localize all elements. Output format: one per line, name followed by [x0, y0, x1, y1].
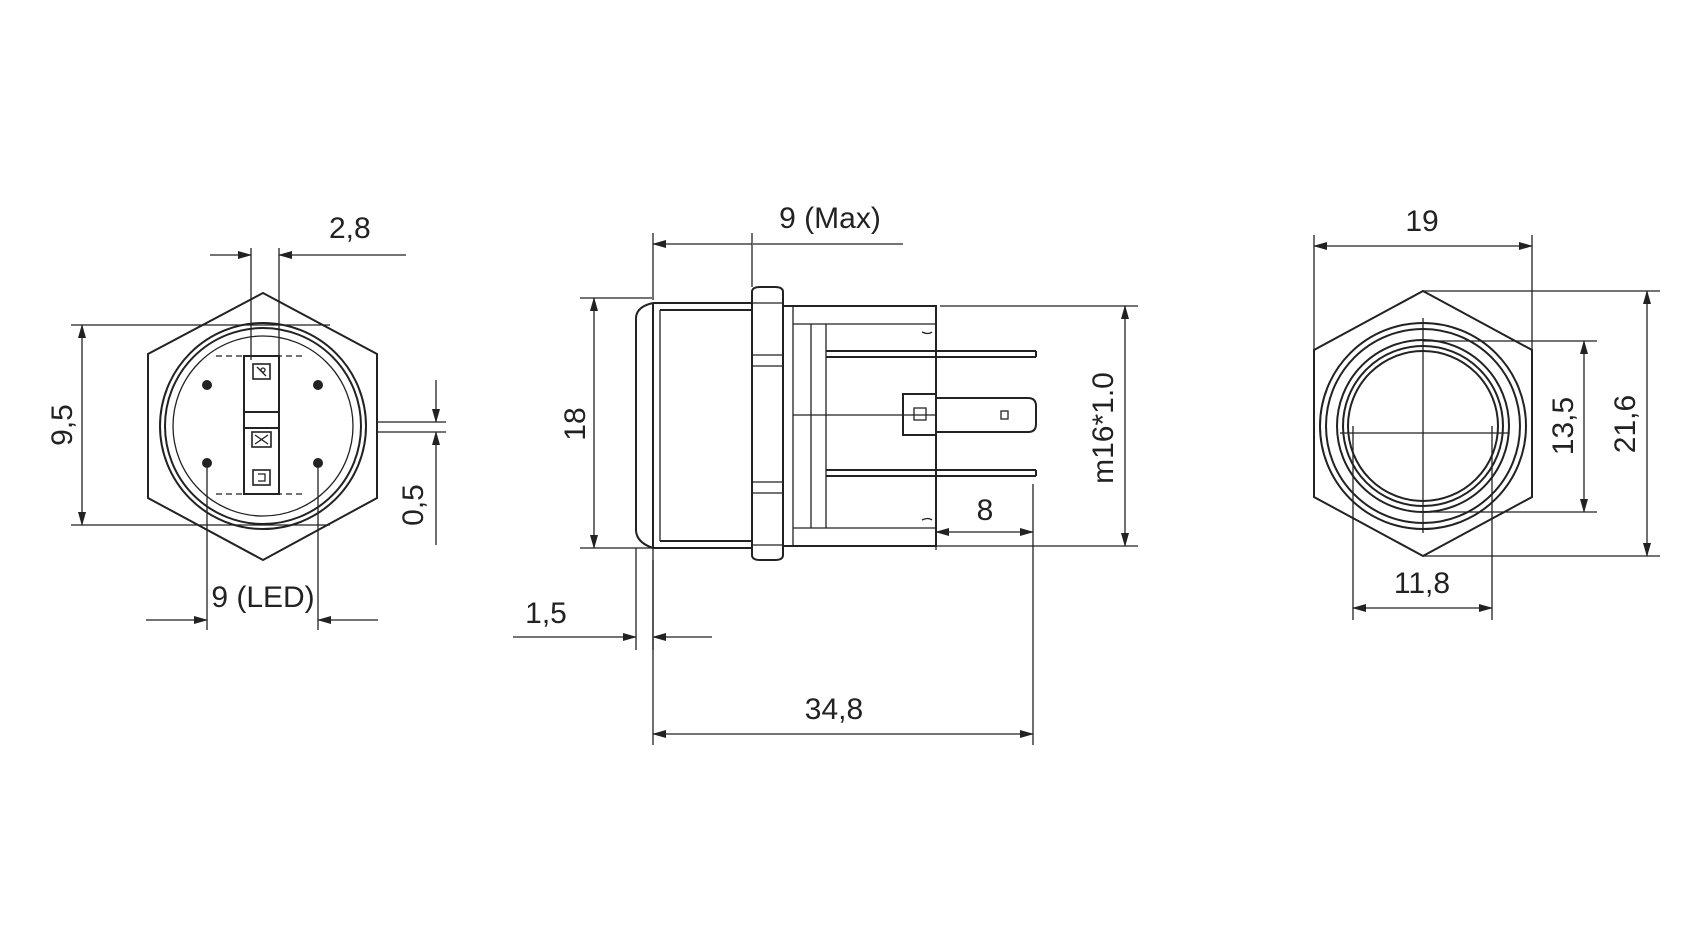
dim-terminal-length: 8 [977, 494, 994, 527]
led-pin-top-left [202, 380, 212, 390]
dim-total-length: 34,8 [805, 693, 863, 726]
dim-head-height: 18 [559, 407, 592, 440]
dim-button-diameter: 11,8 [1394, 567, 1450, 600]
side-view: 9 (Max) 18 m16*1.0 8 1,5 34,8 [513, 202, 1138, 745]
side-terminal-bottom [826, 469, 1037, 477]
led-pin-top-right [313, 380, 323, 390]
dim-depth-max: 9 (Max) [779, 202, 881, 235]
front-view: 19 13,5 21,6 11,8 [1313, 205, 1660, 620]
side-bezel [634, 302, 654, 549]
dim-thread: m16*1.0 [1087, 372, 1120, 484]
rear-view: 2,8 9,5 0,5 9 (LED) [46, 212, 446, 630]
dim-pin-thickness: 0,5 [397, 484, 430, 526]
rear-inner-ring [164, 327, 362, 525]
side-terminal-top [826, 350, 1037, 358]
side-thread-body [782, 305, 937, 547]
pad-symbol-nc [251, 431, 272, 448]
dim-hex-height: 21,6 [1609, 395, 1642, 453]
rear-hex-outline [147, 291, 378, 562]
rear-body-ring [172, 335, 354, 517]
dim-bezel-width: 19 [1405, 205, 1438, 238]
side-nut [751, 286, 784, 561]
dim-pin-pad-width: 2,8 [329, 212, 371, 245]
side-terminal-center [902, 393, 1037, 436]
rear-outer-ring [159, 322, 367, 530]
rear-terminal-divider [243, 411, 280, 429]
pad-symbol-c [252, 469, 271, 486]
dim-rear-height: 9,5 [46, 404, 79, 446]
pad-symbol-no [252, 363, 271, 380]
dim-ring-diameter: 13,5 [1547, 397, 1580, 455]
dim-led-spacing: 9 (LED) [211, 581, 314, 614]
dim-bezel-thickness: 1,5 [525, 597, 567, 630]
